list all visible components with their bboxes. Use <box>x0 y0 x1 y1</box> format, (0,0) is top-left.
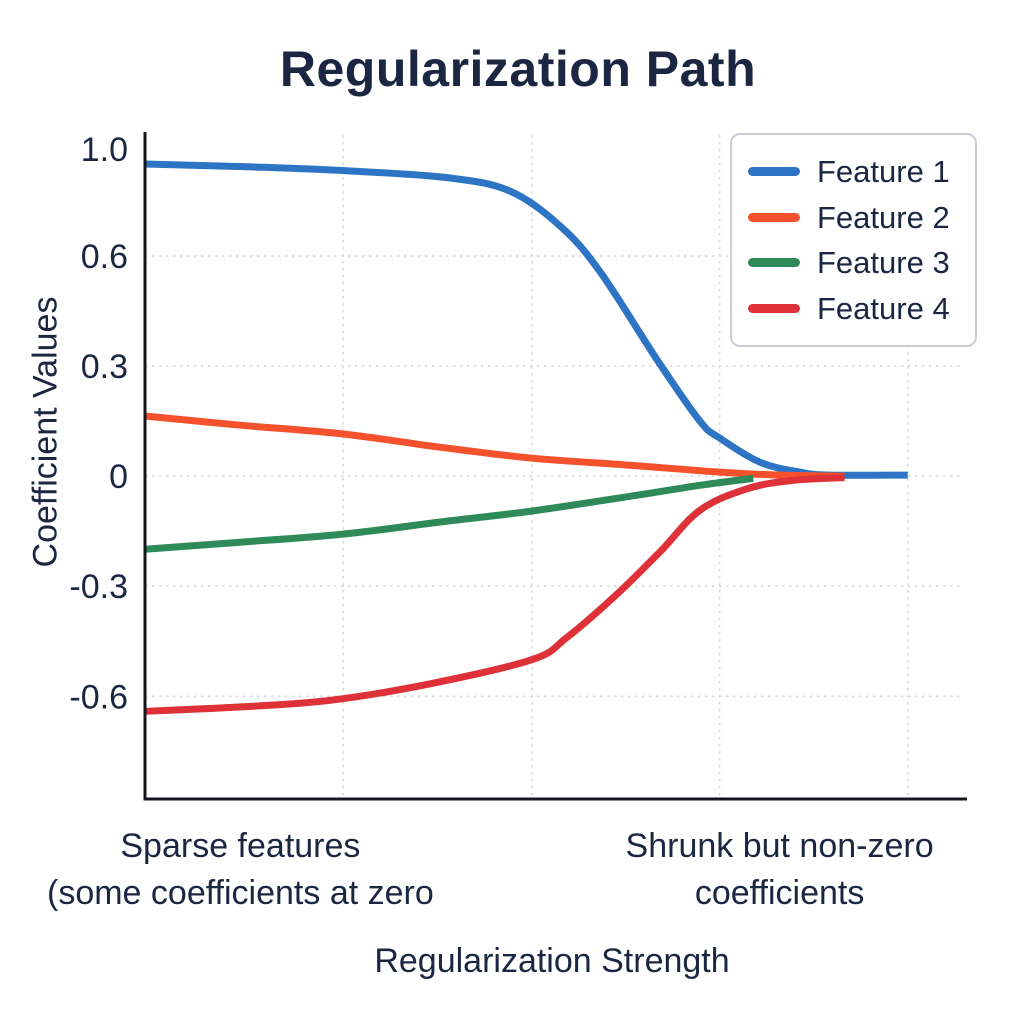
legend-swatch <box>748 212 800 222</box>
series-line-4 <box>144 474 845 715</box>
y-tick-label: 1.0 <box>81 131 128 169</box>
series-line-1 <box>144 160 908 479</box>
legend-item-4: Feature 4 <box>748 293 975 324</box>
legend-item-1: Feature 1 <box>748 156 975 187</box>
series-line-2 <box>144 412 845 480</box>
y-tick-label: -0.3 <box>69 568 128 606</box>
series-line-3 <box>144 474 754 553</box>
legend-label: Feature 3 <box>817 245 950 281</box>
y-tick-label: -0.6 <box>69 678 128 716</box>
legend: Feature 1 Feature 2 Feature 3 Feature 4 <box>730 133 977 347</box>
y-tick-label: 0.3 <box>81 348 128 386</box>
y-tick-label: 0.6 <box>81 238 128 276</box>
x-tick-label: Sparse features(some coefficients at zer… <box>47 827 434 912</box>
y-tick-label: 0 <box>109 458 128 496</box>
legend-label: Feature 2 <box>817 199 950 235</box>
legend-label: Feature 1 <box>817 153 950 189</box>
legend-swatch <box>748 258 800 268</box>
legend-label: Feature 4 <box>817 291 950 327</box>
chart-title: Regularization Path <box>279 41 757 97</box>
legend-item-2: Feature 2 <box>748 202 975 233</box>
x-axis-label: Regularization Strength <box>374 942 730 980</box>
legend-swatch <box>748 166 800 176</box>
legend-swatch <box>748 304 800 314</box>
y-axis-label: Coefficient Values <box>26 296 65 568</box>
legend-item-3: Feature 3 <box>748 247 975 278</box>
